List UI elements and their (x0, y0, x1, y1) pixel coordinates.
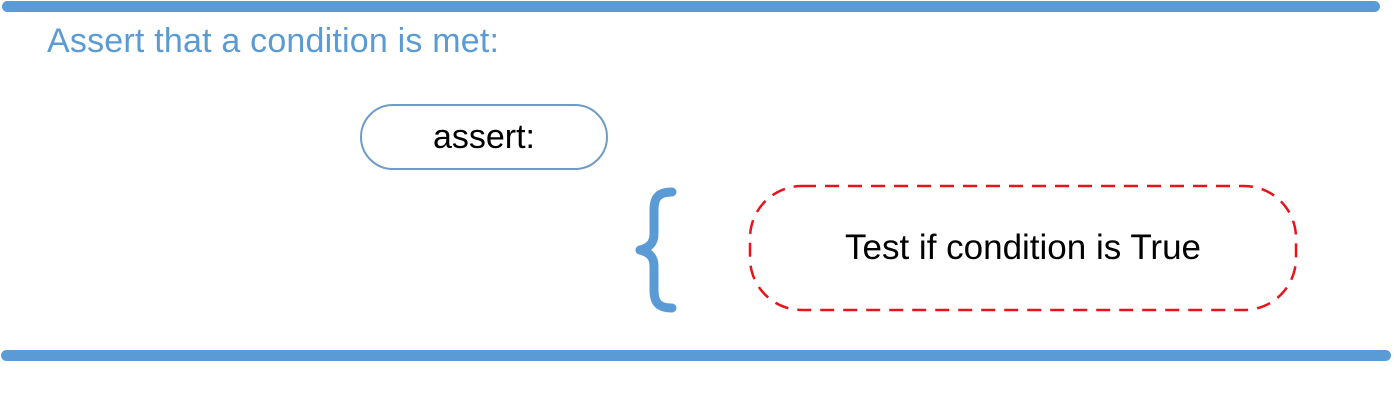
bottom-divider (1, 350, 1391, 361)
condition-test-box: Test if condition is True (748, 184, 1298, 312)
assert-keyword-label: assert: (432, 117, 536, 156)
curly-brace-icon (635, 187, 677, 313)
assert-keyword-box: assert: (360, 104, 608, 170)
dashed-border (748, 184, 1298, 312)
top-divider (2, 1, 1380, 12)
diagram-heading: Assert that a condition is met: (47, 22, 500, 60)
condition-label: Test if condition is True (845, 228, 1201, 267)
